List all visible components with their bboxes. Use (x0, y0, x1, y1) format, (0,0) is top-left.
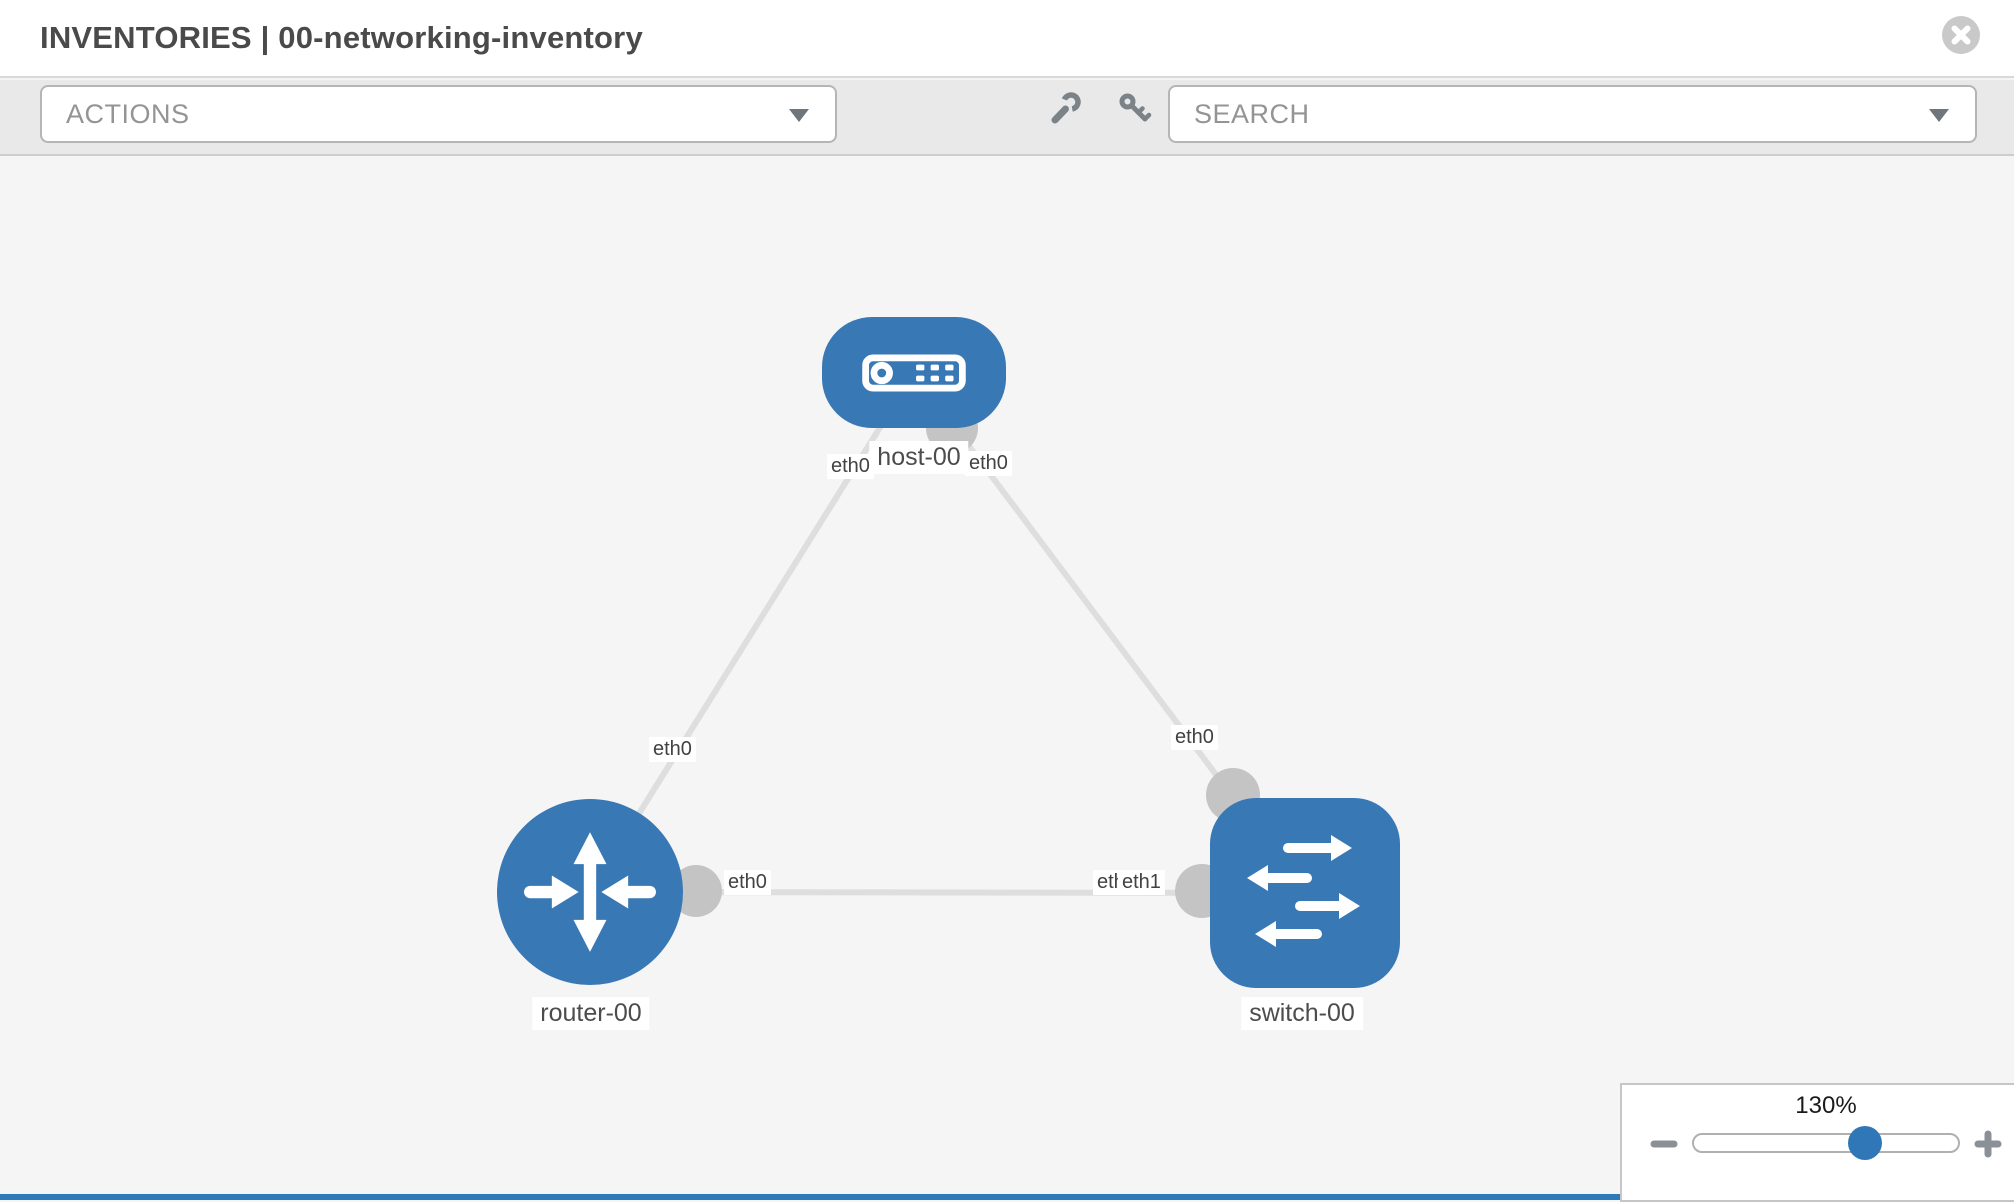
zoom-slider-handle[interactable] (1848, 1126, 1882, 1160)
node-switch[interactable] (1210, 798, 1400, 988)
caret-down-icon (1929, 109, 1949, 122)
caret-down-icon (789, 109, 809, 122)
close-button[interactable] (1942, 16, 1980, 54)
switch-icon (1247, 835, 1360, 947)
close-icon (1951, 25, 1971, 45)
node-label-host: host-00 (869, 441, 969, 474)
search-dropdown[interactable]: SEARCH (1168, 85, 1977, 143)
topology-canvas[interactable]: host-00 router-00 switch-00 eth0 eth0 et… (0, 158, 2014, 1200)
node-host[interactable] (822, 317, 1006, 428)
footer-strip (0, 1194, 1620, 1200)
actions-dropdown-label: ACTIONS (66, 98, 190, 129)
zoom-slider-track[interactable] (1692, 1133, 1960, 1153)
header: INVENTORIES | 00-networking-inventory (0, 0, 2014, 78)
key-button[interactable] (1116, 90, 1152, 126)
page-title: INVENTORIES | 00-networking-inventory (40, 20, 643, 55)
toolbar: ACTIONS SEARCH (0, 80, 2014, 156)
wrench-button[interactable] (1048, 90, 1084, 126)
node-label-switch: switch-00 (1241, 997, 1363, 1030)
host-icon (862, 354, 966, 391)
interface-label-host-eth0-right: eth0 (965, 451, 1012, 476)
zoom-panel: 130% (1620, 1083, 2014, 1202)
minus-icon (1650, 1140, 1678, 1148)
interface-label-link-eth0: eth0 (649, 737, 696, 762)
topology-links (587, 371, 1308, 918)
wrench-icon (1051, 92, 1081, 124)
interface-label-switch-eth1: eth1 (1118, 870, 1165, 895)
interface-label-link-eth0: eth0 (1171, 725, 1218, 750)
zoom-in-button[interactable] (1974, 1130, 2002, 1158)
interface-label-host-eth0-left: eth0 (827, 454, 874, 479)
interface-label-router-eth0: eth0 (724, 870, 771, 895)
zoom-level: 130% (1795, 1092, 1857, 1119)
key-icon (1119, 93, 1152, 122)
router-icon (524, 832, 656, 952)
actions-dropdown[interactable]: ACTIONS (40, 85, 837, 143)
plus-icon (1974, 1130, 2002, 1158)
connector-router-eth0 (670, 865, 722, 917)
search-dropdown-label: SEARCH (1194, 98, 1310, 129)
zoom-out-button[interactable] (1650, 1130, 1678, 1158)
node-label-router: router-00 (532, 997, 650, 1030)
node-router[interactable] (497, 799, 683, 985)
